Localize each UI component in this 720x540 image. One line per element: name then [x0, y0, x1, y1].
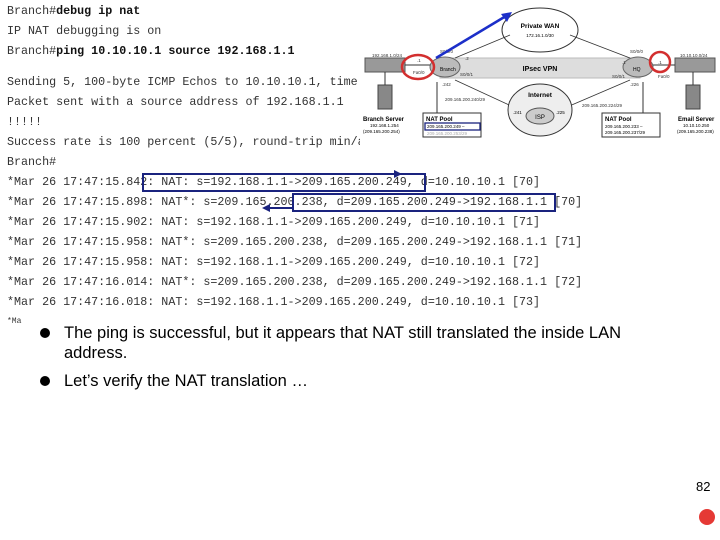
highlight-box-outbound	[142, 173, 426, 192]
svg-text:.1: .1	[622, 60, 626, 65]
debug-line: *Mar 26 17:47:16.018: NAT: s=192.168.1.1…	[7, 295, 541, 309]
command: ping 10.10.10.1 source 192.168.1.1	[56, 44, 295, 58]
svg-text:209.165.200.253/29: 209.165.200.253/29	[427, 131, 468, 136]
bullet-icon	[40, 328, 50, 338]
svg-text:HQ: HQ	[633, 67, 641, 73]
debug-line: *Mar 26 17:47:15.958: NAT: s=192.168.1.1…	[7, 255, 541, 269]
svg-text:10.10.10.0/24: 10.10.10.0/24	[680, 53, 708, 58]
svg-text:Fa0/0: Fa0/0	[413, 70, 425, 75]
svg-text:S0/0/1: S0/0/1	[460, 72, 474, 77]
prompt: Branch#	[7, 44, 57, 58]
terminal-line: IP NAT debugging is on	[7, 24, 162, 38]
svg-text:10.10.10.250: 10.10.10.250	[683, 123, 710, 128]
svg-text:.1: .1	[417, 58, 421, 63]
debug-line: *Mar 26 17:47:16.014: NAT*: s=209.165.20…	[7, 275, 583, 289]
svg-text:Internet: Internet	[528, 92, 553, 99]
svg-text:NAT Pool: NAT Pool	[605, 117, 632, 123]
isp-router-icon	[525, 107, 555, 125]
private-wan-net: 172.16.1.0/30	[526, 33, 554, 38]
svg-text:S0/0/0: S0/0/0	[630, 49, 644, 54]
terminal-line: Packet sent with a source address of 192…	[7, 95, 344, 109]
branch-router-icon	[429, 56, 461, 78]
svg-text:192.168.1.254: 192.168.1.254	[370, 123, 399, 128]
private-wan-label: Private WAN	[521, 23, 560, 30]
svg-text:209.165.200.249 –: 209.165.200.249 –	[427, 124, 465, 129]
svg-text:.225: .225	[556, 110, 565, 115]
bullet-icon	[40, 376, 50, 386]
svg-text:ISP: ISP	[535, 115, 545, 121]
highlight-circle	[648, 50, 672, 74]
debug-line: *Mar 26 17:47:15.842: NAT: s=192.168.1.1…	[7, 175, 541, 189]
svg-text:(209.165.200.238): (209.165.200.238)	[677, 129, 714, 134]
svg-text:.2: .2	[465, 56, 469, 61]
highlight-box-inbound	[292, 193, 556, 212]
svg-text:Branch Server: Branch Server	[363, 117, 405, 123]
debug-line: *Mar 26 17:47:15.902: NAT: s=192.168.1.1…	[7, 215, 541, 229]
svg-text:S0/0/1: S0/0/1	[612, 74, 626, 79]
internet-cloud: Internet ISP .241 .225	[507, 83, 573, 137]
svg-text:.1: .1	[658, 60, 662, 65]
svg-text:Email Server: Email Server	[678, 117, 715, 123]
terminal-line: Branch#ping 10.10.10.1 source 192.168.1.…	[7, 44, 295, 58]
svg-text:.242: .242	[442, 82, 451, 87]
debug-line: *Mar 26 17:47:15.898: NAT*: s=209.165.20…	[7, 195, 583, 209]
svg-text:209.165.200.233 –: 209.165.200.233 –	[605, 124, 643, 129]
private-wan-cloud: Private WAN 172.16.1.0/30	[501, 7, 579, 53]
svg-text:209.165.200.240/29: 209.165.200.240/29	[445, 97, 486, 102]
debug-line: *Ma	[7, 317, 22, 326]
svg-text:NAT Pool: NAT Pool	[426, 117, 453, 123]
svg-text:Branch: Branch	[440, 67, 456, 73]
prompt: Branch#	[7, 4, 57, 18]
page-number: 82	[696, 479, 711, 494]
svg-text:209.165.200.224/29: 209.165.200.224/29	[582, 103, 623, 108]
svg-text:.241: .241	[513, 110, 522, 115]
hq-nat-pool-box	[601, 112, 661, 138]
terminal-line: Branch#	[7, 155, 57, 169]
terminal-line: Sending 5, 100-byte ICMP Echos to 10.10.…	[7, 75, 358, 89]
svg-text:(209.165.200.254): (209.165.200.254)	[363, 129, 400, 134]
terminal-line: !!!!!	[7, 115, 43, 129]
highlight-circle	[400, 53, 436, 81]
page-dot-icon	[699, 509, 715, 525]
hq-router-icon	[622, 56, 654, 78]
network-topology-diagram: Private WAN 172.16.1.0/30 IPsec VPN Inte…	[360, 0, 720, 150]
svg-text:.226: .226	[630, 82, 639, 87]
debug-line: *Mar 26 17:47:15.958: NAT*: s=209.165.20…	[7, 235, 583, 249]
svg-text:192.168.1.0/24: 192.168.1.0/24	[372, 53, 403, 58]
blue-arrow	[435, 14, 507, 60]
terminal-line: Branch#debug ip nat	[7, 4, 140, 18]
branch-nat-pool-box	[422, 112, 482, 138]
vpn-label: IPsec VPN	[523, 66, 558, 73]
command: debug ip nat	[56, 4, 141, 18]
svg-text:209.165.200.237/29: 209.165.200.237/29	[605, 130, 646, 135]
svg-text:Fa0/0: Fa0/0	[658, 74, 670, 79]
